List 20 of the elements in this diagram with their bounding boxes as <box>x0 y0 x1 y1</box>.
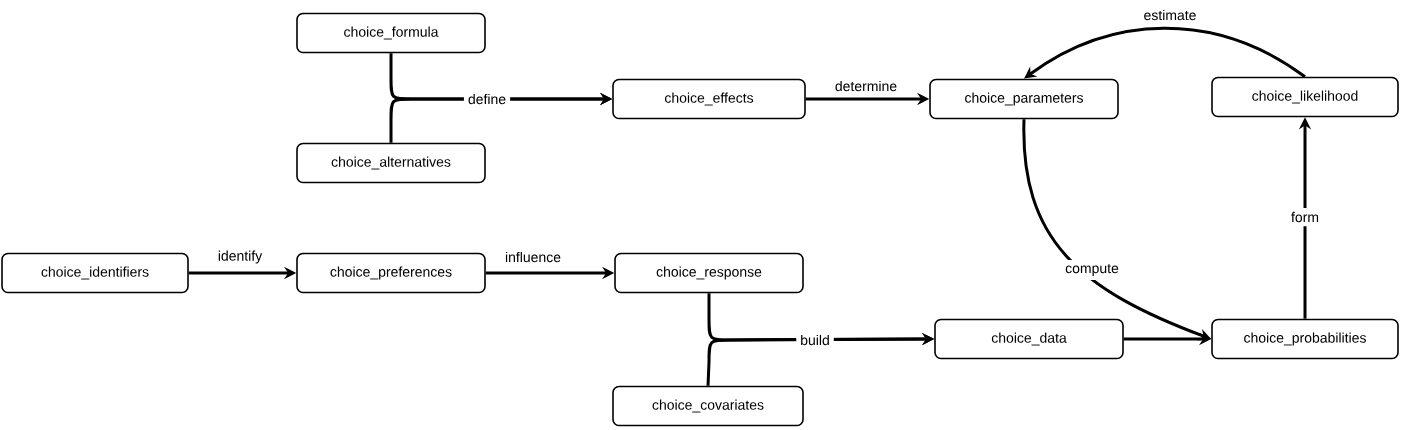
process-box: choice_parameters <box>929 78 1119 120</box>
edge-label: compute <box>1061 260 1123 280</box>
process-box: choice_preferences <box>296 252 486 294</box>
edge-label: identify <box>213 246 267 268</box>
edge-label: influence <box>501 247 565 267</box>
edge-label: define <box>463 89 511 109</box>
process-box: choice_identifiers <box>1 252 189 294</box>
process-box: choice_effects <box>612 78 806 120</box>
process-box: choice_probabilities <box>1211 318 1399 360</box>
edge-label: build <box>796 330 834 350</box>
edge-label: form <box>1287 207 1323 227</box>
process-box: choice_covariates <box>612 385 804 427</box>
process-box: choice_data <box>934 318 1124 360</box>
process-box: choice_formula <box>296 12 486 54</box>
edge-label: estimate <box>1139 5 1201 25</box>
process-box: choice_response <box>614 252 804 294</box>
edge-label: determine <box>830 76 902 96</box>
arrow <box>1024 26 1306 79</box>
process-box: choice_likelihood <box>1211 76 1399 118</box>
process-box: choice_alternatives <box>296 142 486 184</box>
